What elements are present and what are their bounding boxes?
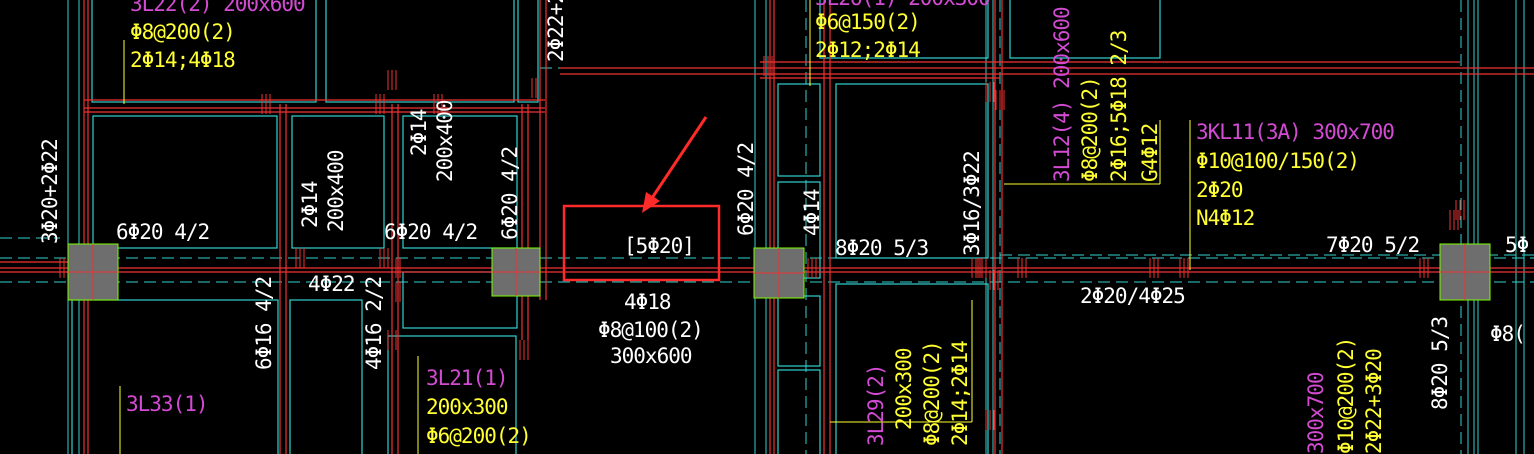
beam-3l29-bars: 2Φ14;2Φ14: [948, 341, 972, 446]
beam-3kl11-side: N4Φ12: [1196, 206, 1255, 230]
wall-outline: [835, 83, 989, 259]
beam-3l33-name: 3L33(1): [126, 392, 209, 416]
wall-outline: [402, 115, 518, 249]
wall-outline: [92, 115, 278, 249]
mid-stirrup-label: Φ8@100(2): [598, 318, 704, 342]
beam-3l29-name: 3L29(2): [864, 364, 888, 446]
left-lower-label: 6Φ16 4/2: [252, 276, 276, 370]
beam-3l22-name: 3L22(2) 200x600: [130, 0, 306, 16]
wall-outline: [819, 0, 989, 59]
wall-outline: [325, 0, 515, 103]
wall-outline: [387, 335, 517, 454]
wall-outline: [289, 299, 363, 454]
beam-3l12-bars: 2Φ16;5Φ18 2/3: [1107, 30, 1131, 182]
left-vertical-top-label: 3Φ20+2Φ22: [38, 139, 62, 244]
beam-3kl11-stirrup: Φ10@100/150(2): [1196, 149, 1360, 173]
right-beam-bars-label: 2Φ22+3Φ20: [1362, 349, 1386, 454]
beam-3l12-side: G4Φ12: [1138, 123, 1162, 182]
right-edge-top-label: 5Φ: [1505, 233, 1529, 257]
beam-3l21-size: 200x300: [426, 395, 509, 419]
highlight-text: [5Φ20]: [624, 234, 695, 258]
beam-3l26-bars: 2Φ12;2Φ14: [815, 38, 921, 62]
wall-outline: [777, 83, 821, 177]
beam-3l12-name: 3L12(4) 200x600: [1050, 7, 1074, 182]
wall-outline: [777, 295, 821, 367]
wall-outline: [835, 283, 989, 454]
beam-3l29-stirrup: Φ8@200(2): [920, 341, 944, 446]
wall-outline: [777, 369, 821, 454]
center-beam-bars-label: 2Φ14: [407, 109, 431, 156]
wall-outline: [291, 115, 385, 249]
wall-outline: [517, 0, 539, 103]
mid-bottom-bars-label: 4Φ18: [624, 290, 672, 314]
pointer-arrow: [642, 116, 708, 213]
right-span-top-label: 7Φ20 5/2: [1326, 233, 1420, 257]
wall-outline: [71, 299, 279, 454]
center-beam-size-label: 200x400: [433, 100, 457, 182]
small-vertical-label: 4Φ14: [800, 189, 824, 236]
right-vertical-bottom-label: 8Φ20 5/3: [1428, 316, 1452, 410]
center-left-lower-label: 4Φ16 2/2: [362, 276, 386, 370]
mid-size-label: 300x600: [610, 344, 693, 368]
right-bottom-bars-label: 2Φ20/4Φ25: [1080, 284, 1186, 308]
left-beam-size-label: 200x400: [324, 150, 348, 232]
wall-outlines: [67, 0, 1525, 454]
bar-tick-marks: [59, 56, 1465, 430]
beam-3l21-name: 3L21(1): [426, 366, 509, 390]
highlight-box[interactable]: [562, 204, 721, 282]
beam-3l22-stirrup: Φ8@200(2): [130, 20, 236, 44]
left-span-top-label: 6Φ20 4/2: [116, 220, 210, 244]
beam-3l12-stirrup: Φ8@200(2): [1078, 77, 1102, 182]
beam-3kl11-top: 2Φ20: [1196, 178, 1244, 202]
center-vertical-top-label: 2Φ22+2: [544, 0, 568, 62]
column-blocks: [67, 243, 1491, 301]
right-edge-stirrup-label: Φ8(: [1490, 322, 1526, 346]
beam-3kl11-name: 3KL11(3A) 300x700: [1196, 120, 1395, 144]
vertical-3-16-label: 3Φ16/3Φ22: [960, 151, 984, 256]
beam-3l29-size: 200x300: [892, 348, 916, 430]
right-beam-size-label: 300x700: [1304, 372, 1328, 454]
span-8-20-label: 8Φ20 5/3: [835, 236, 929, 260]
left-beam-bars-label: 2Φ14: [298, 181, 322, 228]
mid-right-vertical-label: 6Φ20 4/2: [734, 142, 758, 236]
beam-3l26-stirrup: Φ6@150(2): [815, 10, 921, 34]
beam-3l26-name: 3L26(1) 200x300: [815, 0, 991, 9]
beam-3l22-bars: 2Φ14;4Φ18: [130, 48, 236, 72]
wall-outline: [91, 0, 317, 103]
beam-3l21-stirrup: Φ6@200(2): [426, 424, 532, 448]
wall-outline: [1009, 0, 1161, 59]
center-left-top-label: 6Φ20 4/2: [384, 220, 478, 244]
right-beam-stirrup-label: Φ10@200(2): [1334, 337, 1358, 454]
left-mid-bottom-label: 4Φ22: [308, 272, 356, 296]
leader-lines: [119, 0, 1191, 454]
center-right-vertical-label: 6Φ20 4/2: [498, 146, 522, 240]
